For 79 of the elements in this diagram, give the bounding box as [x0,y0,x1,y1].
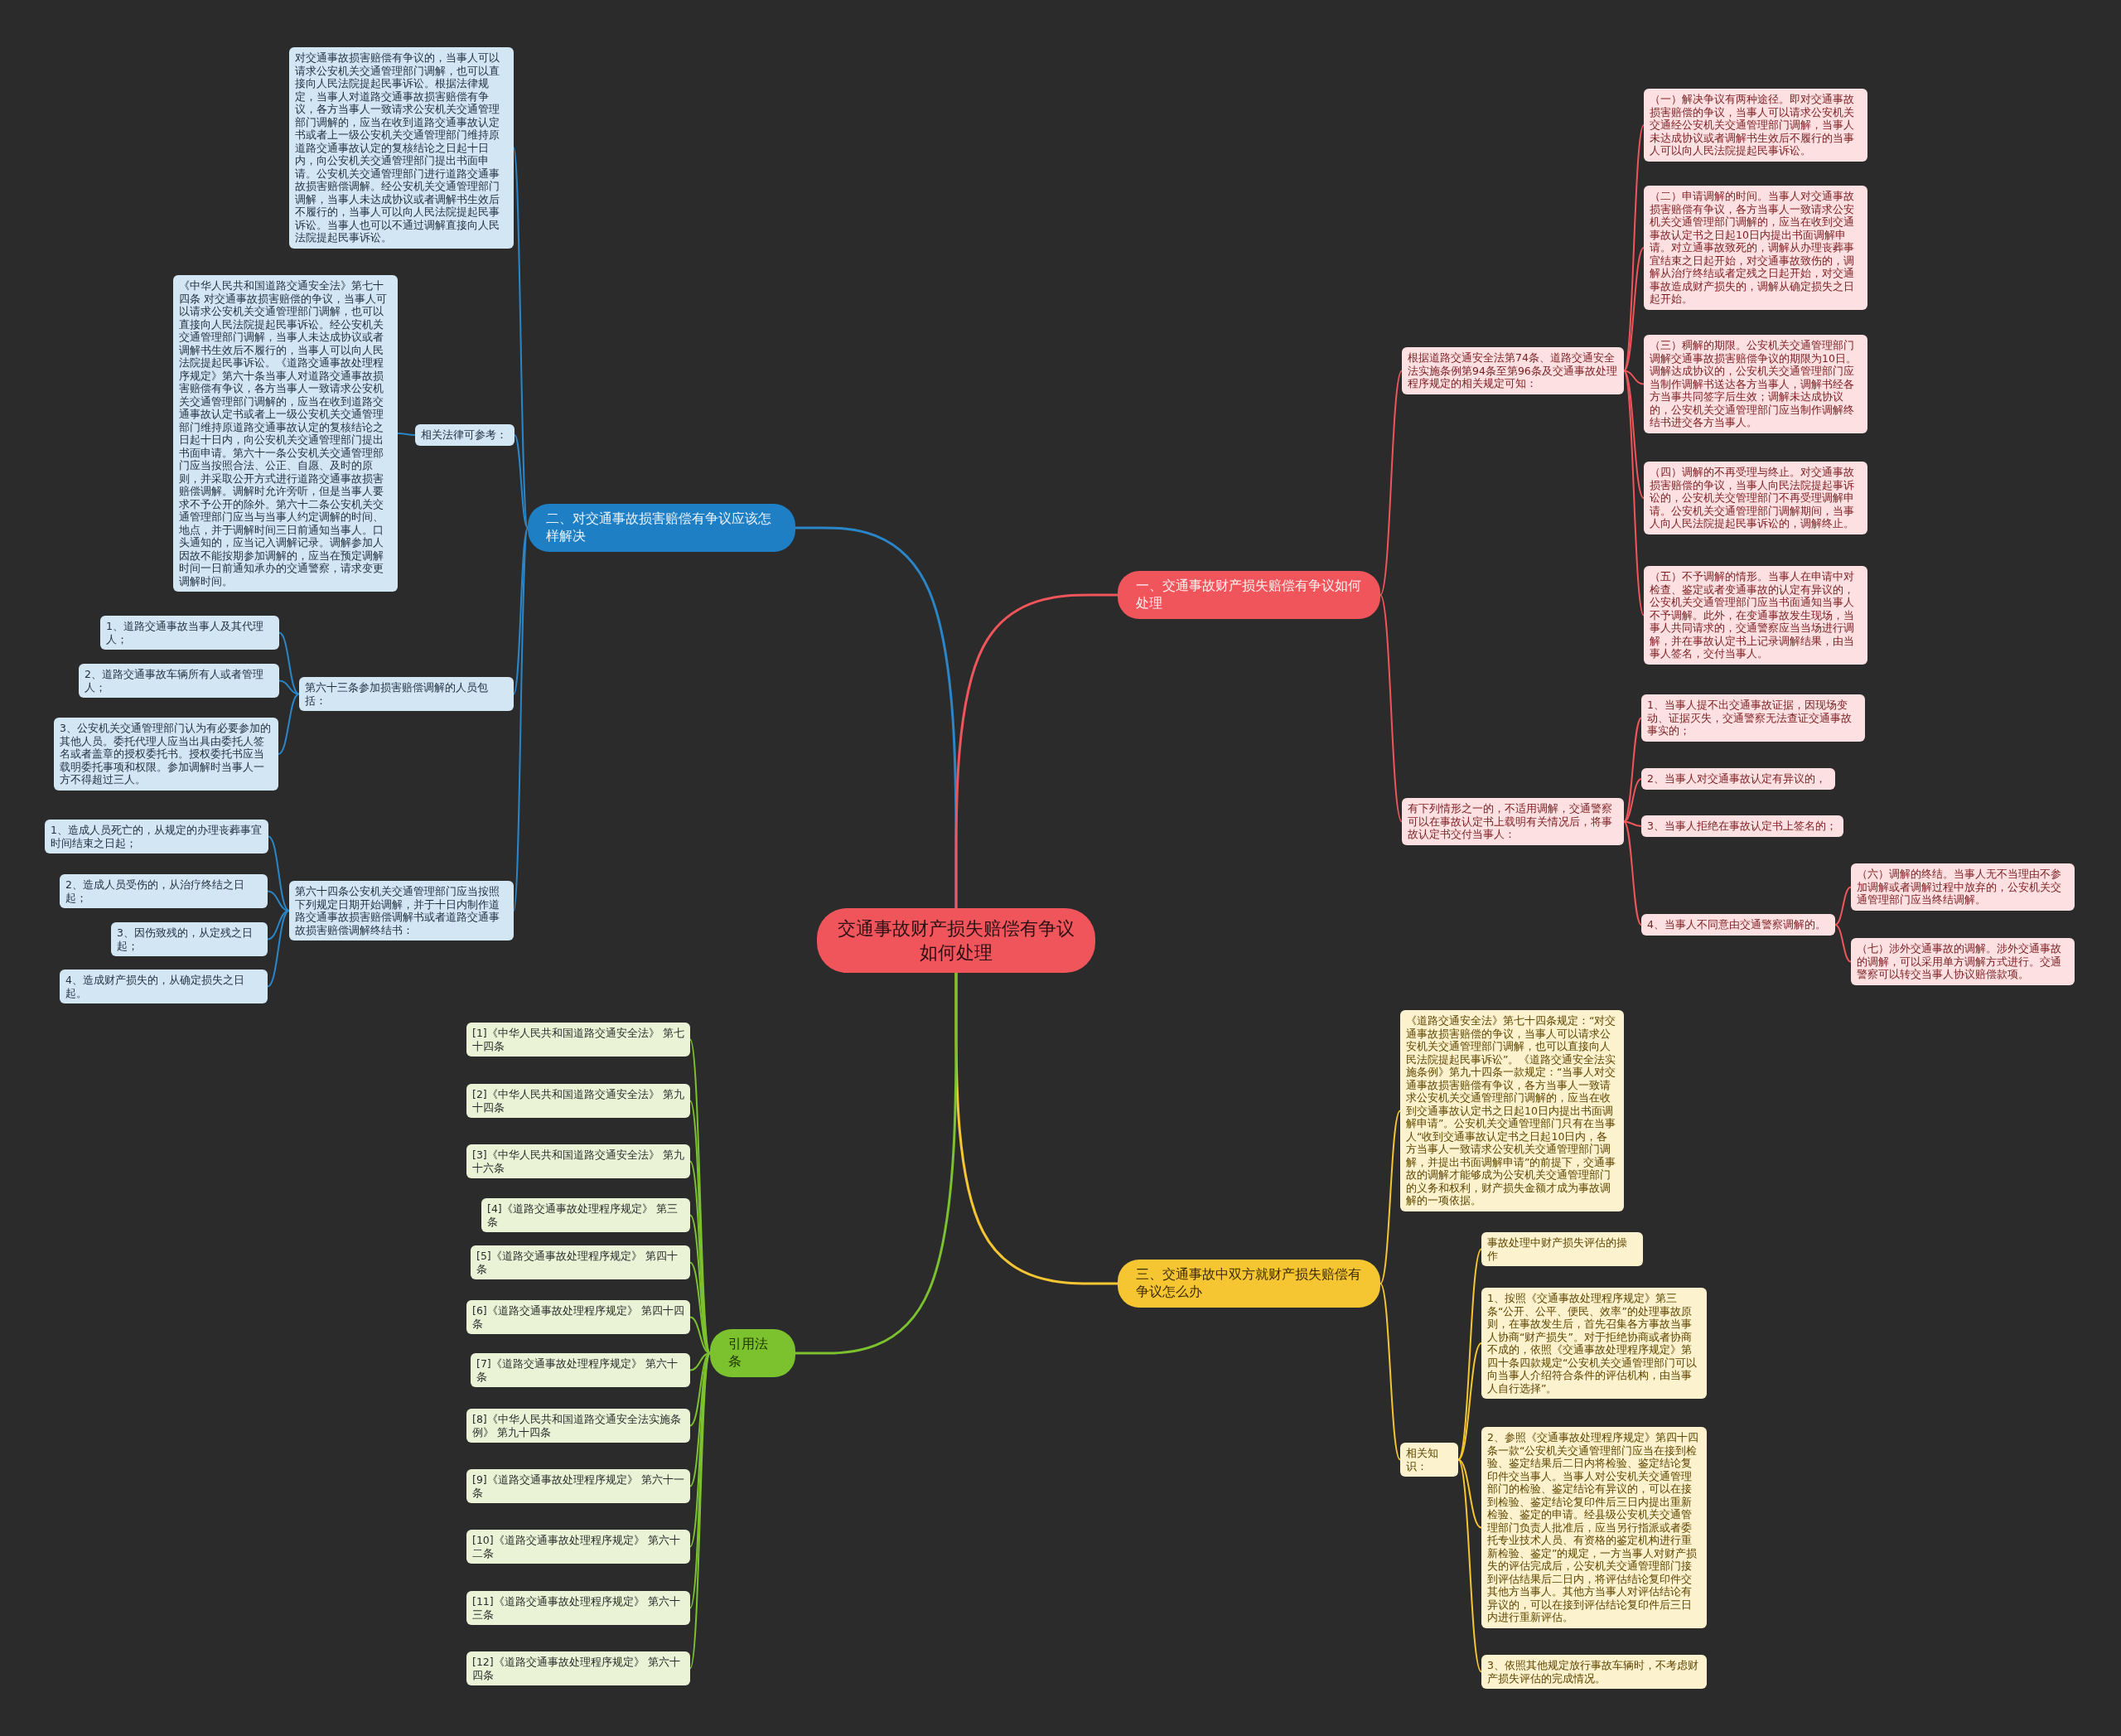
topic-card: （六）调解的终结。当事人无不当理由不参加调解或者调解过程中放弃的，公安机关交通管理部门应当终结调解。 [1851,863,2075,911]
connector-line [689,1316,711,1354]
topic-card: 根据道路交通安全法第74条、道路交通安全法实施条例第94条至第96条及交通事故处理程序规定的相关规定可知： [1402,347,1624,394]
topic-card: 3、因伤致残的，从定残之日起； [111,922,268,956]
topic-card: 4、造成财产损失的，从确定损失之日起。 [60,970,268,1003]
topic-card: 1、造成人员死亡的，从规定的办理丧葬事宜时间结束之日起； [45,820,268,853]
connector-line [1379,1110,1401,1284]
connector-line [1457,1458,1482,1673]
topic-card: 《中华人民共和国道路交通安全法》第七十四条 对交通事故损害赔偿的争议，当事人可以请求公安机关交通管理部门调解，也可以直接向人民法院提起民事诉讼。经公安机关交通管理部门调解，当事人未达成协议或者调解书生效后不履行的，当事人可以向人民法院提起民事诉讼。《道路交通事故处理程序规定》第六十条当事人对道路交通事故损害赔偿有争议，各方当事人一致请求公安机关交通管理部门调解的，应当在收到道路交通事故认定书或者上一级公安机关交通管理部门维持原道路交通事故认定的复核结论之日起十日内，向公安机关交通管理部门提出书面申请。第六十一条公安机关交通管理部门应当按照合法、公正、自愿、及时的原则，并采取公开方式进行道路交通事故损害赔偿调解。调解时允许旁听，但是当事人要求不予公开的除外。第六十二条公安机关交通管理部门应当与当事人约定调解的时间、地点，并于调解时间三日前通知当事人。口头通知的，应当记入调解记录。调解参加人因故不能按期参加调解的，应当在预定调解时间一日前通知承办的交通警察，请求变更调解时间。 [173,275,398,592]
topic-card: [1]《中华人民共和国道路交通安全法》 第七十四条 [466,1023,690,1057]
connector-line [1379,594,1403,823]
topic-card: （四）调解的不再受理与终止。对交通事故损害赔偿的争议，当事人向民法院提起事诉讼的，公安机关交管理部门不再受理调解申请。公安机关交通管理部门调解期间，当事人向人民法院提起民事诉讼的，调解终止。 [1644,462,1867,534]
topic-card: 3、依照其他规定放行事故车辆时，不考虑财产损失评估的完成情况。 [1481,1655,1707,1689]
topic-card: [11]《道路交通事故处理程序规定》 第六十三条 [466,1591,690,1625]
topic-card: 3、公安机关交通管理部门认为有必要参加的其他人员。委托代理人应当出具由委托人签名或者盖章的授权委托书。授权委托书应当载明委托事项和权限。参加调解时当事人一方不得超过三人。 [54,718,278,791]
topic-card: [10]《道路交通事故处理程序规定》 第六十二条 [466,1530,690,1564]
connector-line [1834,924,1852,963]
connector-line [689,1352,711,1371]
topic-card: 第六十四条公安机关交通管理部门应当按照下列规定日期开始调解，并于十日内制作道路交通事故损害赔偿调解书或者道路交通事故损害赔偿调解终结书： [289,881,514,941]
topic-card: [12]《道路交通事故处理程序规定》 第六十四条 [466,1651,690,1685]
central-topic: 交通事故财产损失赔偿有争议如何处理 [817,908,1095,973]
connector-line [1834,886,1852,926]
topic-card: 第六十三条参加损害赔偿调解的人员包括： [299,677,514,711]
branch-topic: 一、交通事故财产损失赔偿有争议如何处理 [1118,571,1380,619]
topic-card: [5]《道路交通事故处理程序规定》 第四十条 [471,1245,690,1279]
connector-line [954,593,1118,908]
connector-line [1623,820,1642,926]
connector-line [1623,370,1645,617]
topic-card: [6]《道路交通事故处理程序规定》 第四十四条 [466,1300,690,1334]
topic-card: （五）不予调解的情形。当事人在申请中对检查、鉴定或者变通事故的认定有异议的，公安机关交通管理部门应当书面通知当事人不予调解。此外，在变通事故发生现场，当事人共同请求的，交通警察应当当场进行调解，并在事故认定书上记录调解结果，由当事人签名，交付当事人。 [1644,566,1867,665]
topic-card: （三）稠解的期限。公安机关交通管理部门调解交通事故损害赔偿争议的期限为10日。调解达成协议的，公安机关交通管理部门应当制作调解书送达各方当事人，调解书经各方当事共同签字后生效；调解未达成协议的，公安机关交通管理部门应当制作调解终结书进交各方当事人。 [1644,335,1867,433]
topic-card: 《道路交通安全法》第七十四条规定：“对交通事故损害赔偿的争议，当事人可以请求公安机关交通管理部门调解，也可以直接向人民法院提起民事诉讼”。《道路交通安全法实施条例》第九十四条一款规定：“当事人对交通事故损害赔偿有争议，各方当事人一致请求公安机关交通管理部门调解的，应当在收到交通事故认定书之日起10日内提出书面调解申请”。公安机关交通管理部门只有在当事人“收到交通事故认定书之日起10日内，各方当事人一致请求公安机关交通管理部门调解，并提出书面调解申请”的前提下，交通事故的调解才能够成为公安机关交通管理部门的义务和权利，财产损失金额才成为事故调解的一项依据。 [1400,1010,1624,1211]
connector-line [1379,370,1403,596]
connector-line [1379,1283,1401,1461]
topic-card: 2、参照《交通事故处理程序规定》第四十四条一款“公安机关交通管理部门应当在接到检验、鉴定结果后二日内将检验、鉴定结论复印件交当事人。当事人对公安机关交通管理部门的检验、鉴定结论有异议的，可以在接到检验、鉴定结论复印件后三日内提出重新检验、鉴定的申请。经县级公安机关交通管理部门负责人批准后，应当另行指派或者委托专业技术人员、有资格的鉴定机构进行重新检验、鉴定”的规定，一方当事人对财产损失的评估完成后，公安机关交通管理部门接到评估结果后二日内，将评估结论复印件交其他方当事人。其他方当事人对评估结论有异议的，可以在接到评估结论复印件后三日内进行重新评估。 [1481,1427,1707,1628]
connector-line [278,693,300,755]
topic-card: 事故处理中财产损失评估的操作 [1481,1232,1643,1266]
topic-card: 1、按照《交通事故处理程序规定》第三条“公开、公平、便民、效率”的处理事故原则，在事故发生后，首先召集各方事故当事人协商“财产损失”。对于拒绝协商或者协商不成的，依照《交通事故处理程序规定》第四十条四款规定“公安机关交通管理部门可以向当事人介绍符合条件的评估机构，由当事人自行选择”。 [1481,1288,1707,1399]
topic-card: 2、造成人员受伤的，从治疗终结之日起； [60,874,268,908]
connector-line [795,973,958,1355]
branch-topic: 引用法条 [710,1329,795,1377]
topic-card: （一）解决争议有两种途径。即对交通事故损害赔偿的争议，当事人可以请求公安机关交通经公安机关交通管理部门调解，当事人未达成协议或者调解书生效后不履行的当事人可以向人民法院提起民事诉讼。 [1644,89,1867,162]
topic-card: 有下列情形之一的，不适用调解，交通警察可以在事故认定书上载明有关情况后，将事故认定书交付当事人： [1402,798,1624,845]
topic-card: 相关法律可参考： [415,424,515,446]
connector-line [514,434,529,529]
connector-line [278,631,300,695]
branch-topic: 三、交通事故中双方就财产损失赔偿有争议怎么办 [1118,1260,1380,1308]
connector-line [397,433,416,436]
topic-card: （七）涉外交通事故的调解。涉外交通事故的调解，可以采用单方调解方式进行。交通警察可以转交当事人协议赔偿款项。 [1851,938,2075,985]
connector-line [1623,820,1642,827]
topic-card: 3、当事人拒绝在事故认定书上签名的； [1641,815,1843,837]
topic-card: [3]《中华人民共和国道路交通安全法》 第九十六条 [466,1144,690,1178]
topic-card: 4、当事人不同意由交通警察调解的。 [1641,914,1835,936]
topic-card: [2]《中华人民共和国道路交通安全法》 第九十四条 [466,1084,690,1118]
connector-line [268,835,290,912]
topic-card: 1、道路交通事故当事人及其代理人； [100,616,279,650]
connector-line [513,527,529,695]
connector-line [278,679,300,695]
connector-line [267,910,290,988]
connector-line [1623,370,1645,385]
connector-line [267,910,290,941]
connector-line [1623,370,1645,499]
connector-line [1457,1458,1482,1529]
connector-line [1623,717,1642,823]
topic-card: [8]《中华人民共和国道路交通安全法实施条例》 第九十四条 [466,1409,690,1443]
topic-card: [7]《道路交通事故处理程序规定》 第六十条 [471,1353,690,1387]
connector-line [1623,778,1642,823]
connector-line [1457,1342,1482,1461]
topic-card: 1、当事人提不出交通事故证据，因现场变动、证据灭失，交通警察无法查证交通事故事实的； [1641,694,1865,742]
topic-card: [9]《道路交通事故处理程序规定》 第六十一条 [466,1469,690,1503]
topic-card: 相关知识： [1400,1443,1458,1477]
topic-card: [4]《道路交通事故处理程序规定》 第三条 [481,1198,690,1232]
topic-card: （二）申请调解的时间。当事人对交通事故损害赔偿有争议，各方当事人一致请求公安机关交通管理部门调解的，应当在收到交通事故认定书之日起10日内提出书面调解申请。对立通事故致死的，调解从办理丧葬事宜结束之日起开始，对交通事故致伤的，调解从治疗终结或者定残之日起开始，对交通事故造成财产损失的，调解从确定损失之日起开始。 [1644,186,1867,310]
topic-card: 2、道路交通事故车辆所有人或者管理人； [79,664,279,698]
connector-line [1623,247,1645,372]
branch-topic: 二、对交通事故损害赔偿有争议应该怎样解决 [528,504,795,552]
connector-line [1457,1248,1482,1461]
topic-card: 对交通事故损害赔偿有争议的，当事人可以请求公安机关交通管理部门调解，也可以直接向人民法院提起民事诉讼。根据法律规定，当事人对道路交通事故损害赔偿有争议，各方当事人一致请求公安机关交通管理部门调解的，应当在收到道路交通事故认定书或者上一级公安机关交通管理部门维持原道路交通事故认定的复核结论之日起十日内，向公安机关交通管理部门提出书面申请。公安机关交通管理部门进行道路交通事故损害赔偿调解。经公安机关交通管理部门调解，当事人未达成协议或者调解书生效后不履行的，当事人可以向人民法院提起民事诉讼。当事人也可以不通过调解直接向人民法院提起民事诉讼。 [289,47,514,249]
topic-card: 2、当事人对交通事故认定有异议的， [1641,768,1835,790]
